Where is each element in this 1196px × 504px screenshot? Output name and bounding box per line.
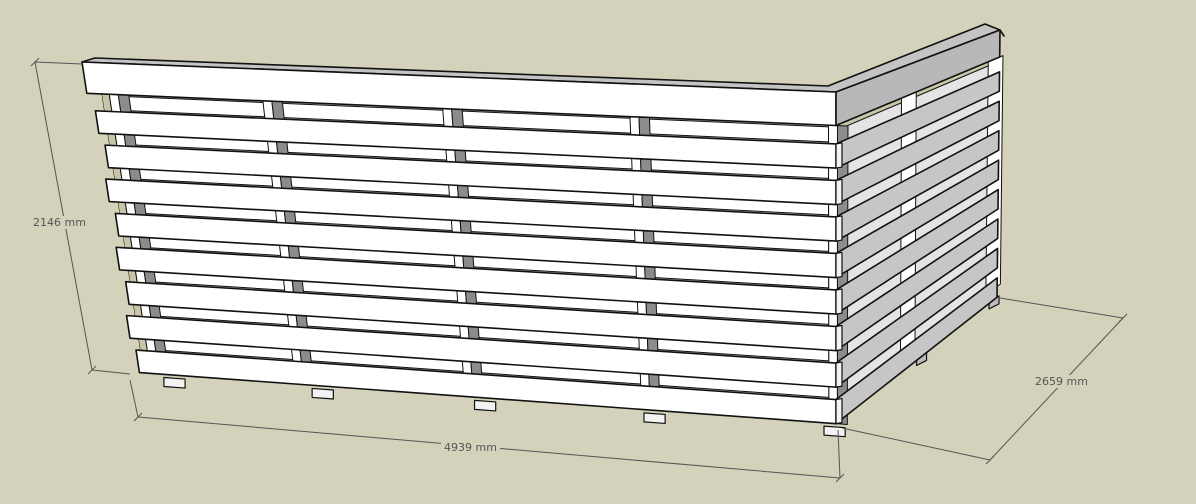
dimension-extension-line [91, 369, 131, 375]
foot-block [163, 376, 186, 389]
dimension-tick [133, 412, 143, 422]
dimension-depth-line [989, 317, 1124, 461]
board-end [835, 142, 843, 169]
dimension-tick [87, 365, 97, 375]
board-end [835, 215, 843, 242]
board-end [835, 251, 843, 279]
board-end [835, 288, 843, 315]
board-end [835, 324, 843, 352]
foot-block [473, 399, 497, 412]
dimension-tick [1118, 313, 1128, 323]
dimension-tick [30, 57, 40, 67]
top-cap-side [835, 29, 1001, 127]
dimension-extension-line [999, 297, 1124, 319]
foot-block [311, 387, 334, 400]
dimension-extension-line [129, 379, 139, 418]
dimension-tick [985, 455, 995, 465]
dimension-extension-line [841, 427, 991, 461]
board-end [835, 397, 843, 425]
board-end [835, 361, 843, 388]
board-end [835, 178, 843, 206]
foot-block [643, 412, 666, 425]
dimension-extension-line [34, 61, 83, 65]
dimension-height-label: 2146 mm [30, 216, 89, 229]
dimension-tick [835, 473, 845, 483]
foot-block [823, 425, 846, 438]
dimension-depth-label: 2659 mm [1032, 375, 1091, 388]
dimension-extension-line [837, 429, 841, 479]
dimension-length-label: 4939 mm [441, 441, 500, 454]
